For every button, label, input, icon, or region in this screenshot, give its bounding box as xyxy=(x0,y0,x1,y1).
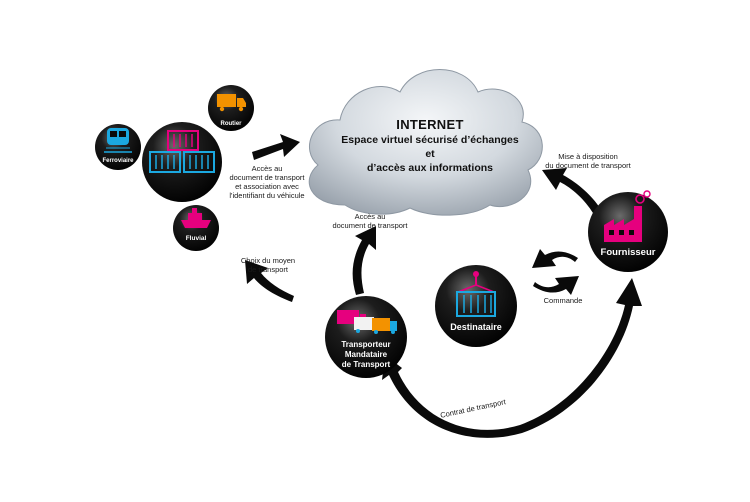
arrow-choix-transport xyxy=(245,260,294,302)
label-mise-disposition-line-2: du document de transport xyxy=(545,161,631,170)
vehicles-icon xyxy=(337,310,397,334)
label-acces-vehicule: Accès au document de transport et associ… xyxy=(222,164,312,200)
label-mise-disposition-line-1: Mise à disposition xyxy=(558,152,618,161)
label-acces-vehicule-line-4: l'identifiant du véhicule xyxy=(229,191,305,200)
label-ferroviaire: Ferroviaire xyxy=(102,158,134,164)
cloud-line-3: d’accès aux informations xyxy=(366,162,494,174)
node-transporteur xyxy=(325,296,407,378)
stacked-containers-icon xyxy=(149,130,215,173)
node-ferroviaire xyxy=(95,124,141,170)
label-transporteur-line-2: Mandataire xyxy=(344,350,388,359)
arrow-commande xyxy=(532,249,579,295)
label-transporteur: Transporteur Mandataire de Transport xyxy=(326,340,406,370)
truck-icon xyxy=(217,94,246,112)
cloud-title: INTERNET xyxy=(396,117,464,132)
label-acces-document-line-2: document de transport xyxy=(332,221,408,230)
cloud-line-2: et xyxy=(425,148,435,160)
arrow-mise-disposition xyxy=(542,168,600,213)
label-acces-document: Accès au document de transport xyxy=(325,212,415,230)
node-destinataire xyxy=(435,265,517,347)
label-transporteur-line-1: Transporteur xyxy=(341,340,391,349)
label-acces-vehicule-line-3: et association avec xyxy=(235,182,299,191)
container-hook-icon xyxy=(456,271,496,317)
node-containers xyxy=(142,122,222,202)
factory-icon xyxy=(604,190,651,242)
label-fluvial: Fluvial xyxy=(185,235,207,242)
label-acces-vehicule-line-1: Accès au xyxy=(251,164,283,173)
label-acces-vehicule-line-2: document de transport xyxy=(229,173,305,182)
label-fournisseur: Fournisseur xyxy=(600,247,656,258)
label-choix-transport: Choix du moyen de transport xyxy=(232,256,304,274)
cloud-line-1: Espace virtuel sécurisé d’échanges xyxy=(341,134,519,146)
node-fournisseur xyxy=(588,190,668,272)
node-routier xyxy=(208,85,254,131)
arrow-contrat-transport xyxy=(382,278,642,438)
label-transporteur-line-3: de Transport xyxy=(341,360,391,369)
arrow-to-internet xyxy=(252,134,300,160)
label-commande: Commande xyxy=(543,296,583,305)
train-icon xyxy=(104,128,132,153)
label-destinataire: Destinataire xyxy=(450,322,502,332)
label-acces-document-line-1: Accès au xyxy=(354,212,386,221)
label-mise-disposition: Mise à disposition du document de transp… xyxy=(540,152,636,170)
label-choix-transport-line-1: Choix du moyen xyxy=(240,256,296,265)
label-choix-transport-line-2: de transport xyxy=(247,265,289,274)
label-routier: Routier xyxy=(220,121,242,127)
arrow-acces-document xyxy=(352,226,376,295)
internet-cloud xyxy=(308,69,543,216)
boat-icon xyxy=(181,208,211,228)
node-fluvial xyxy=(173,205,219,251)
